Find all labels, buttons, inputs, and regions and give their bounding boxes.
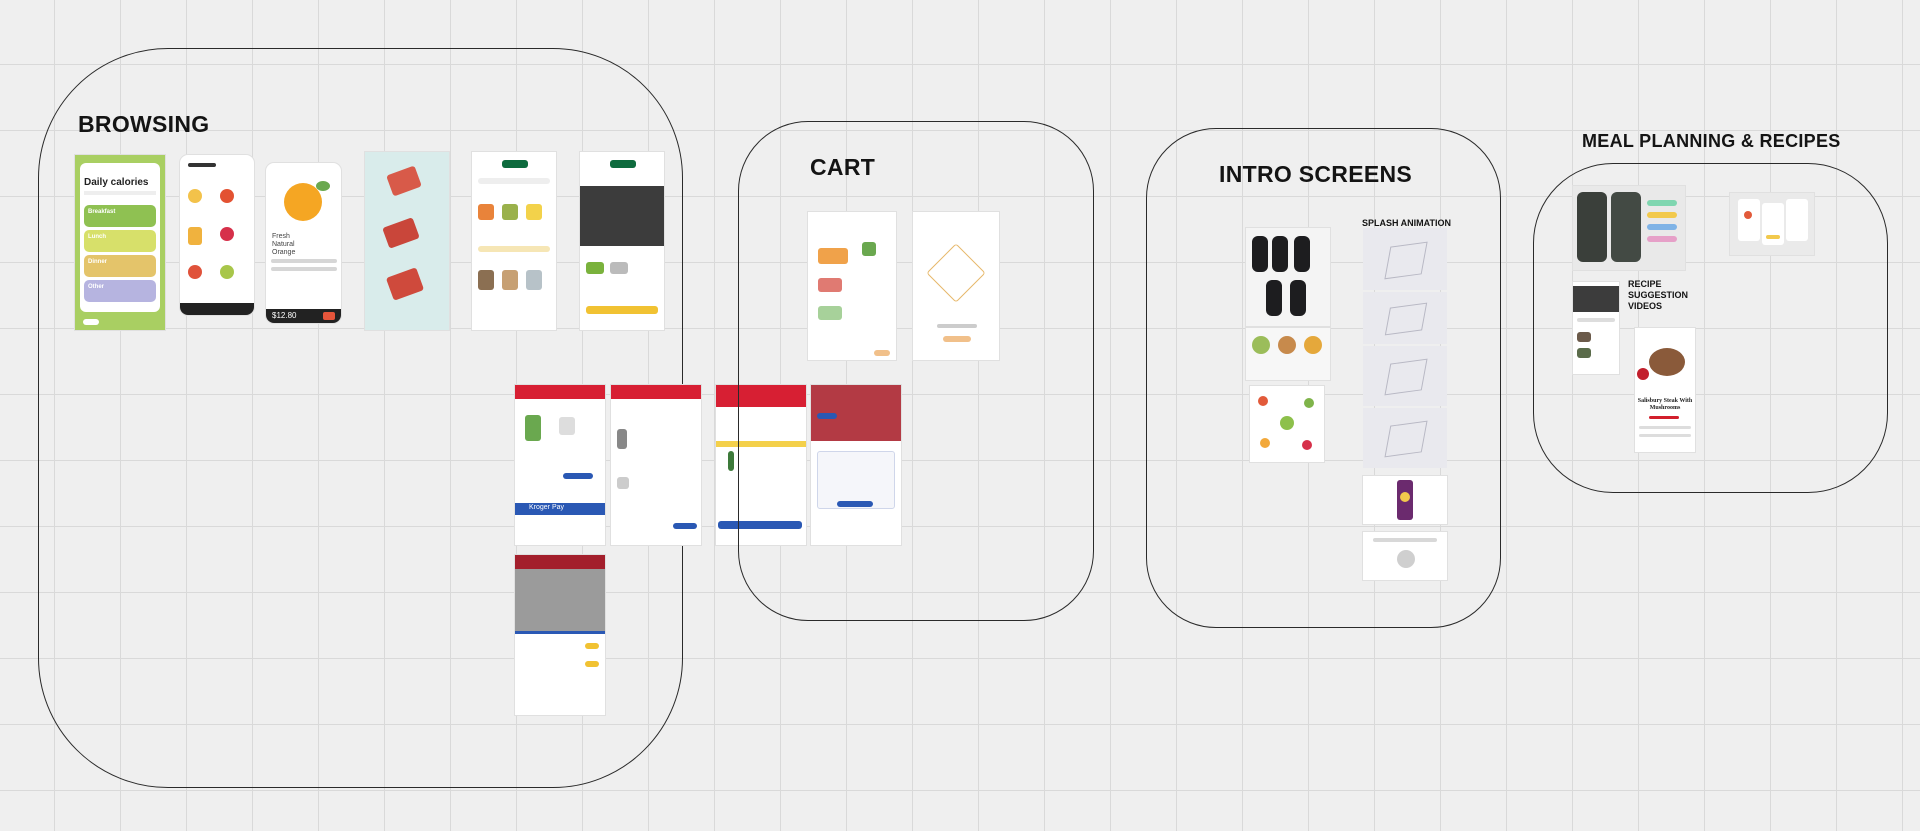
kroger-product-screen[interactable]: Kroger Pay [515, 385, 605, 545]
meal-dinner[interactable]: Dinner [84, 255, 156, 277]
recipe-name: Salisbury Steak With Mushrooms [1637, 398, 1693, 411]
meal-lunch[interactable]: Lunch [84, 230, 156, 252]
recipe-video-screen[interactable] [1573, 282, 1619, 374]
fruit-list-screen[interactable] [180, 155, 254, 315]
orange-detail-screen[interactable]: Fresh Natural Orange $12.80 [266, 163, 341, 323]
whole-foods-home-screen[interactable] [472, 152, 556, 330]
splash-frame-2[interactable] [1363, 292, 1447, 344]
meal-other[interactable]: Other [84, 280, 156, 302]
kroger-checkout-screen[interactable] [515, 555, 605, 715]
whole-foods-product-screen[interactable] [580, 152, 664, 330]
play-icon[interactable] [1397, 550, 1415, 568]
intro-dark-phones[interactable] [1246, 228, 1330, 326]
kroger-pay-banner[interactable]: Kroger Pay [515, 503, 605, 515]
splash-video-player[interactable] [1363, 532, 1447, 580]
recipe-detail-screen[interactable]: Salisbury Steak With Mushrooms [1635, 328, 1695, 452]
cart-group[interactable] [738, 121, 1094, 621]
orange-price: $12.80 [272, 311, 297, 320]
orange-name: Fresh Natural Orange [272, 233, 296, 256]
splash-frame-3[interactable] [1363, 346, 1447, 406]
meal-plan-screens[interactable] [1573, 186, 1685, 270]
basket-icon [926, 243, 986, 303]
splash-frame-1[interactable] [1363, 228, 1447, 290]
intro-screens-title: INTRO SCREENS [1219, 161, 1413, 187]
cart-title: CART [810, 154, 876, 180]
browsing-title: BROWSING [78, 111, 210, 137]
intro-foody-logo[interactable] [1250, 386, 1324, 462]
intro-food-cards[interactable] [1246, 328, 1330, 380]
cart-basket-screen[interactable] [913, 212, 999, 360]
meal-breakfast[interactable]: Breakfast [84, 205, 156, 227]
cart-list-screen[interactable] [808, 212, 896, 360]
orange-image [284, 183, 322, 221]
produce-illustration-screen[interactable] [365, 152, 449, 330]
meal-planning-group[interactable] [1533, 163, 1888, 493]
intro-screens-group[interactable] [1146, 128, 1501, 628]
splash-phone-preview[interactable] [1363, 476, 1447, 524]
kroger-store-select-screen[interactable] [811, 385, 901, 545]
daily-calories-screen[interactable]: Daily calories Breakfast Lunch Dinner Ot… [75, 155, 165, 330]
kroger-list-screen[interactable] [611, 385, 701, 545]
recipe-suggestion-label: RECIPE SUGGESTION VIDEOS [1628, 279, 1689, 311]
splash-frame-4[interactable] [1363, 408, 1447, 468]
splash-animation-label: SPLASH ANIMATION [1362, 218, 1451, 228]
meal-planning-title: MEAL PLANNING & RECIPES [1582, 131, 1841, 151]
daily-calories-title: Daily calories [84, 177, 149, 188]
meal-plan-small-screens[interactable] [1730, 193, 1814, 255]
